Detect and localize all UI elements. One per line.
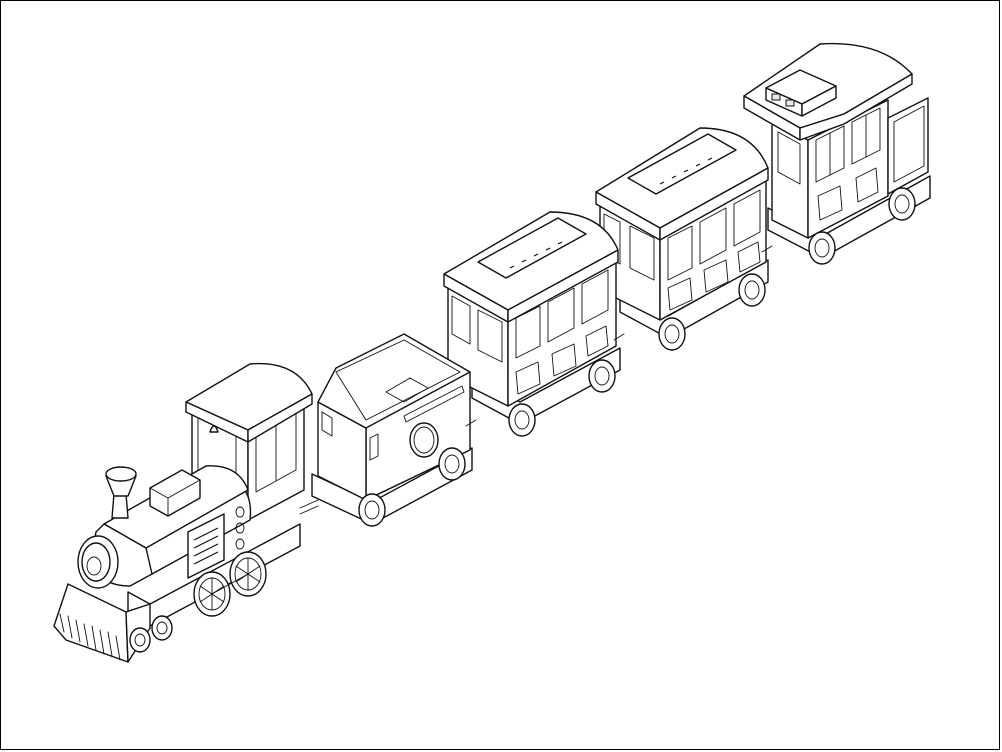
passenger-car-1 [443, 211, 621, 437]
passenger-car-2 [595, 127, 769, 351]
caboose [743, 42, 931, 265]
locomotive [53, 362, 319, 663]
tender [311, 333, 473, 527]
couplers [465, 245, 773, 427]
